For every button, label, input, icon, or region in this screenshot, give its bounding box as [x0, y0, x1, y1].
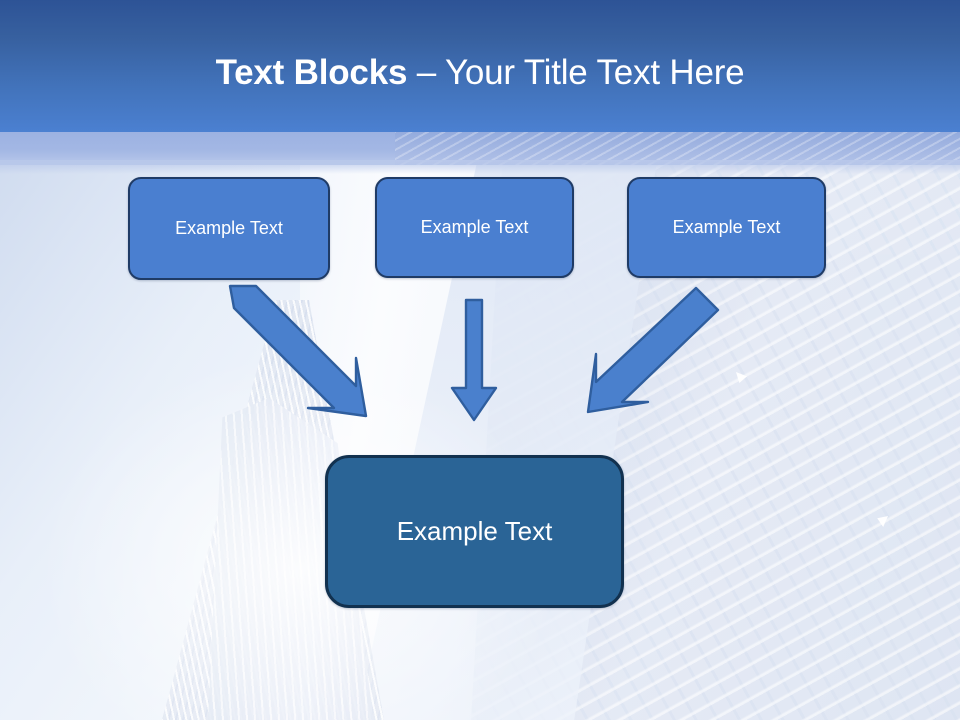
text-block-1-label: Example Text [175, 218, 283, 238]
text-block-2[interactable]: Example Text [375, 177, 574, 278]
text-block-3[interactable]: Example Text [627, 177, 826, 278]
page-title-regular: Your Title Text Here [444, 53, 745, 92]
title-underband-fade [0, 160, 960, 174]
text-block-main[interactable]: Example Text [325, 455, 624, 608]
text-block-1[interactable]: Example Text [128, 177, 330, 280]
arrow-down-icon [444, 296, 504, 426]
background-glint-icon [736, 372, 747, 383]
text-block-2-label: Example Text [420, 217, 529, 237]
arrow-down-left-icon [578, 282, 728, 422]
text-block-main-label: Example Text [396, 516, 553, 546]
arrow-down-right-icon [214, 280, 374, 430]
title-underband-photo [395, 132, 960, 165]
text-block-3-label: Example Text [672, 217, 781, 237]
background-glint-icon [877, 516, 888, 527]
page-title: Text Blocks – Your Title Text Here [0, 52, 960, 94]
page-title-bold: Text Blocks [215, 53, 417, 92]
page-title-separator: – [416, 53, 445, 92]
title-banner: Text Blocks – Your Title Text Here [0, 0, 960, 132]
